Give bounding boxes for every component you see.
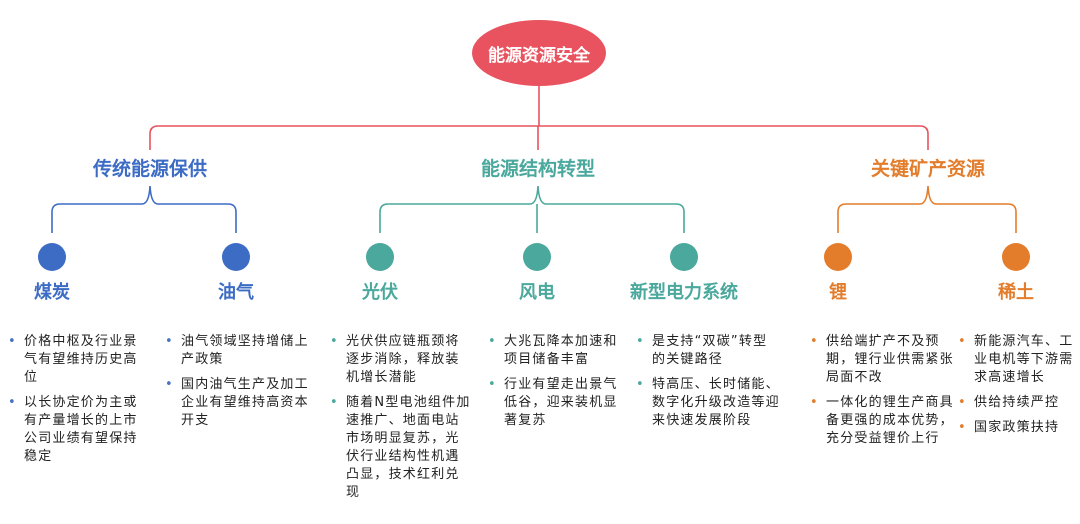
category-bracket-line <box>837 185 1017 233</box>
bullet-item: 大兆瓦降本加速和项目储备丰富 <box>488 333 626 369</box>
bullet-item: 价格中枢及行业景气有望维持历史高位 <box>8 333 146 387</box>
oil-gas-dot <box>222 243 250 271</box>
root-bracket-line <box>149 125 929 150</box>
bullet-item: 国内油气生产及加工企业有望维持高资本开支 <box>165 376 310 430</box>
oil-gas-bullets: 油气领域坚持增储上产政策 国内油气生产及加工企业有望维持高资本开支 <box>165 333 310 437</box>
power-system-bullets: 是支持“双碳”转型的关键路径 特高压、长时储能、数字化升级改造等迎来快速发展阶段 <box>636 333 781 437</box>
bullet-item: 一体化的锂生产商具备更强的成本优势，充分受益锂价上行 <box>810 394 955 448</box>
bullet-item: 随着N型电池组件加速推广、地面电站市场明显复苏，光伏行业结构性机遇凸显，技术红利… <box>330 394 472 502</box>
lithium-label: 锂 <box>829 282 847 303</box>
coal-dot <box>38 243 66 271</box>
bullet-item: 新能源汽车、工业电机等下游需求高速增长 <box>958 333 1076 387</box>
bullet-item: 国家政策扶持 <box>958 419 1076 437</box>
category-bracket-line <box>51 185 237 233</box>
solar-bullets: 光伏供应链瓶颈将逐步消除，释放装机增长潜能 随着N型电池组件加速推广、地面电站市… <box>330 333 472 509</box>
coal-label: 煤炭 <box>34 282 70 303</box>
wind-label: 风电 <box>519 282 555 303</box>
category-critical-minerals: 关键矿产资源 <box>870 158 985 180</box>
wind-bullets: 大兆瓦降本加速和项目储备丰富 行业有望走出景气低谷，迎来装机显著复苏 <box>488 333 626 437</box>
lithium-dot <box>824 243 852 271</box>
bullet-item: 是支持“双碳”转型的关键路径 <box>636 333 781 369</box>
bullet-item: 行业有望走出景气低谷，迎来装机显著复苏 <box>488 376 626 430</box>
solar-dot <box>366 243 394 271</box>
bullet-item: 供给端扩产不及预期，锂行业供需紧张局面不改 <box>810 333 955 387</box>
rare-earth-label: 稀土 <box>998 282 1034 303</box>
category-traditional-energy: 传统能源保供 <box>92 158 207 180</box>
category-bracket-line <box>379 185 685 233</box>
lithium-bullets: 供给端扩产不及预期，锂行业供需紧张局面不改 一体化的锂生产商具备更强的成本优势，… <box>810 333 955 455</box>
coal-bullets: 价格中枢及行业景气有望维持历史高位 以长协定价为主或有产量增长的上市公司业绩有望… <box>8 333 146 473</box>
power-system-dot <box>670 243 698 271</box>
bullet-item: 光伏供应链瓶颈将逐步消除，释放装机增长潜能 <box>330 333 472 387</box>
oil-gas-label: 油气 <box>218 282 254 303</box>
root-node: 能源资源安全 <box>472 20 606 86</box>
power-system-label: 新型电力系统 <box>630 282 738 303</box>
solar-label: 光伏 <box>362 282 398 303</box>
wind-dot <box>523 243 551 271</box>
rare-earth-bullets: 新能源汽车、工业电机等下游需求高速增长 供给持续严控 国家政策扶持 <box>958 333 1076 444</box>
rare-earth-dot <box>1002 243 1030 271</box>
bullet-item: 以长协定价为主或有产量增长的上市公司业绩有望保持稳定 <box>8 394 146 466</box>
bullet-item: 供给持续严控 <box>958 394 1076 412</box>
category-energy-transition: 能源结构转型 <box>480 158 595 180</box>
bullet-item: 特高压、长时储能、数字化升级改造等迎来快速发展阶段 <box>636 376 781 430</box>
bullet-item: 油气领域坚持增储上产政策 <box>165 333 310 369</box>
